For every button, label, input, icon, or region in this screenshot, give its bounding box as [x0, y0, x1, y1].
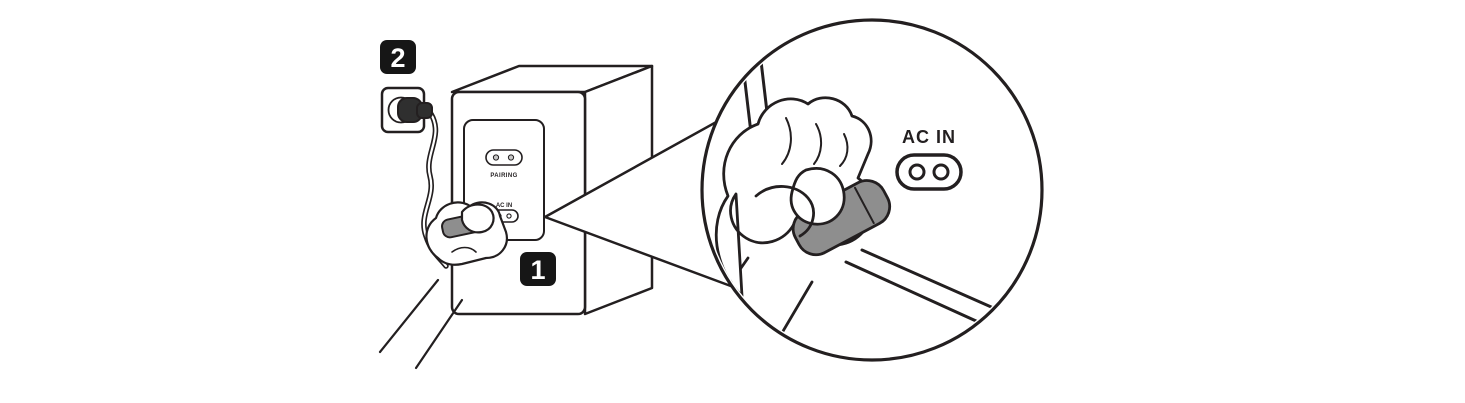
forearm-line-2	[414, 298, 464, 370]
zoom-ac-in-port-icon	[895, 153, 963, 191]
knuckle-line-1	[781, 117, 792, 165]
step-2-badge: 2	[380, 40, 416, 74]
knuckle-line-3	[839, 133, 849, 167]
zoom-index-fingertip	[789, 167, 846, 226]
zoom-ac-in-label: AC IN	[902, 127, 956, 147]
hand-with-plug	[378, 201, 508, 370]
pairing-label: PAIRING	[490, 173, 517, 179]
step-1-number: 1	[530, 255, 545, 285]
magnifier-contents: AC IN	[705, 23, 1039, 357]
step-1-badge: 1	[520, 252, 556, 286]
forearm-line-1	[378, 278, 440, 354]
finger-crease	[451, 246, 477, 253]
knuckle-line-2	[813, 123, 822, 165]
speaker-ac-in-label: AC IN	[496, 203, 512, 209]
thumb	[460, 203, 495, 234]
outlet-plug-icon	[397, 97, 433, 123]
magnifier-outline	[700, 18, 1044, 362]
zoom-thumb	[754, 185, 815, 238]
zoom-grip-fingers	[754, 167, 846, 238]
pairing-button-icon	[485, 149, 523, 166]
step-2-number: 2	[390, 43, 405, 73]
